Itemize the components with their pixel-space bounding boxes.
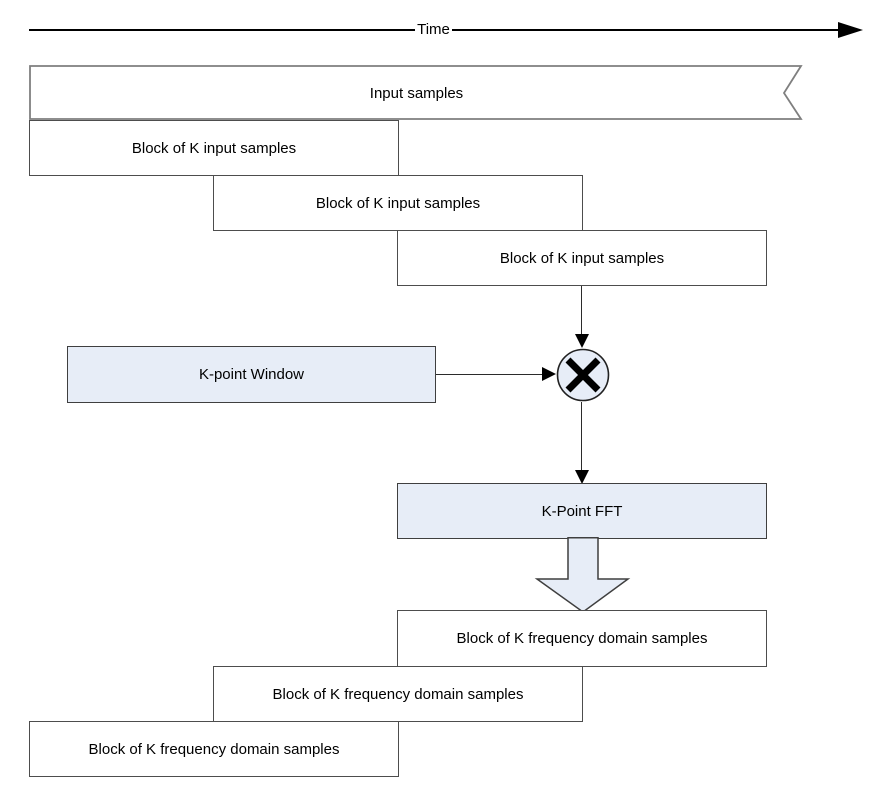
- block-down-arrow-icon: [534, 537, 631, 613]
- input-block-1-label: Block of K input samples: [131, 139, 297, 157]
- time-axis-line-left: [29, 28, 416, 31]
- connector-window-to-multiplier: [436, 374, 543, 375]
- time-axis: Time: [29, 21, 863, 38]
- output-block-3-label: Block of K frequency domain samples: [88, 740, 340, 758]
- output-block-3: Block of K frequency domain samples: [29, 721, 399, 777]
- input-samples-shape: [29, 65, 803, 120]
- connector-multiplier-to-fft: [581, 402, 582, 470]
- input-block-2-label: Block of K input samples: [315, 194, 481, 212]
- output-block-1-label: Block of K frequency domain samples: [456, 630, 708, 647]
- output-block-2: Block of K frequency domain samples: [213, 666, 583, 722]
- time-axis-label: Time: [417, 21, 450, 38]
- time-axis-line-right: [451, 28, 838, 31]
- kpoint-fft-box: K-Point FFT: [397, 483, 767, 539]
- input-block-2: Block of K input samples: [213, 175, 583, 231]
- down-arrowhead-icon: [575, 334, 589, 348]
- input-samples-label: Input samples: [369, 84, 464, 102]
- connector-block3-to-multiplier: [581, 286, 582, 334]
- output-block-1: Block of K frequency domain samples: [397, 610, 767, 667]
- input-block-3-label: Block of K input samples: [499, 249, 665, 267]
- kpoint-window-label: K-point Window: [198, 366, 305, 383]
- multiply-icon: [565, 357, 601, 393]
- input-block-1: Block of K input samples: [29, 120, 399, 176]
- kpoint-window-box: K-point Window: [67, 346, 436, 403]
- time-arrowhead-icon: [838, 21, 863, 38]
- down-arrowhead-icon-2: [575, 470, 589, 484]
- kpoint-fft-label: K-Point FFT: [541, 502, 623, 520]
- multiplier-node: [556, 348, 610, 402]
- input-block-3: Block of K input samples: [397, 230, 767, 286]
- right-arrowhead-icon: [542, 367, 556, 381]
- output-block-2-label: Block of K frequency domain samples: [272, 685, 524, 703]
